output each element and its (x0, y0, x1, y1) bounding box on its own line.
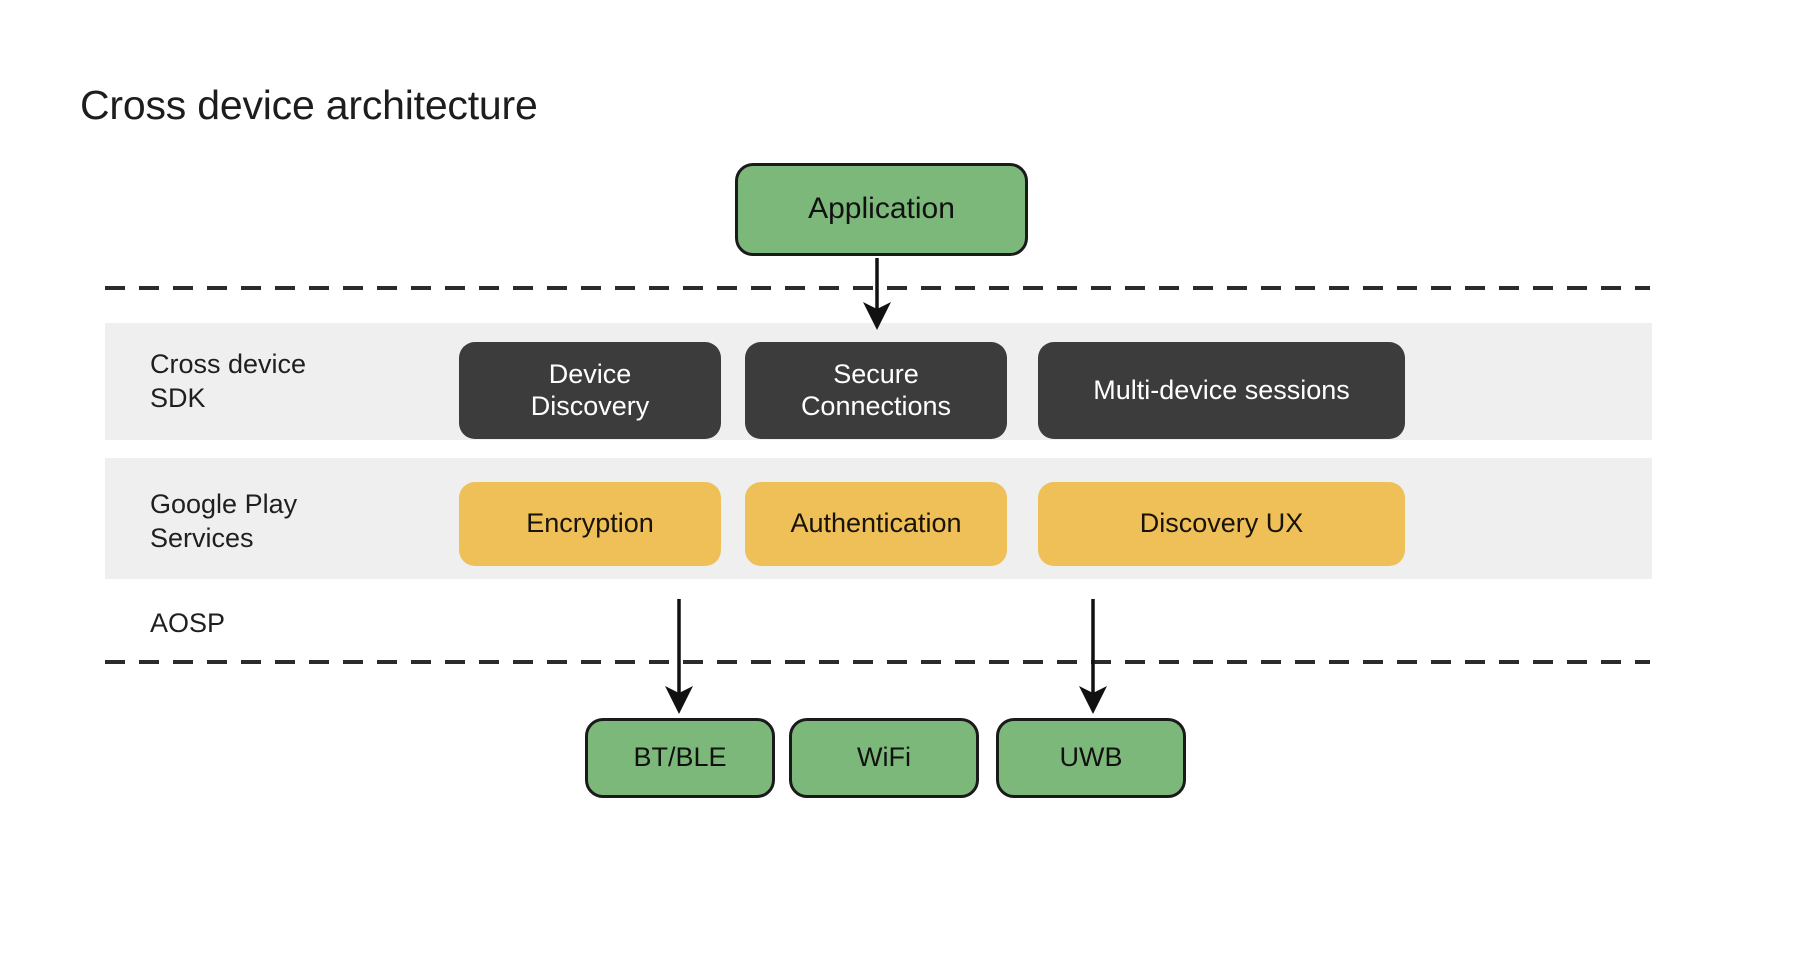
layer-label-cross-device-sdk: Cross device SDK (150, 349, 307, 413)
node-bt-ble[interactable]: BT/BLE (585, 718, 775, 798)
node-discovery-ux[interactable]: Discovery UX (1038, 482, 1405, 566)
layer-label-google-play-services: Google Play Services (150, 489, 298, 553)
node-wifi[interactable]: WiFi (789, 718, 979, 798)
node-multi-device-sessions[interactable]: Multi-device sessions (1038, 342, 1405, 439)
node-application[interactable]: Application (735, 163, 1028, 256)
page-title: Cross device architecture (80, 82, 538, 128)
node-device-discovery[interactable]: Device Discovery (459, 342, 721, 439)
layer-label-aosp: AOSP (150, 608, 226, 638)
node-uwb[interactable]: UWB (996, 718, 1186, 798)
node-secure-connections[interactable]: Secure Connections (745, 342, 1007, 439)
node-encryption[interactable]: Encryption (459, 482, 721, 566)
node-authentication[interactable]: Authentication (745, 482, 1007, 566)
